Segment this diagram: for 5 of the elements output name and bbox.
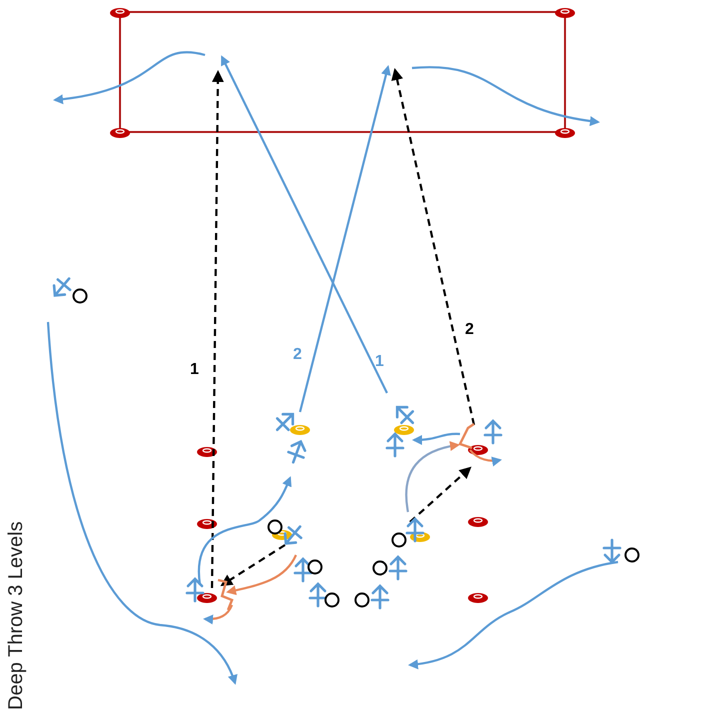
title: Deep Throw 3 Levels	[4, 520, 28, 710]
path-number: 2	[293, 347, 302, 363]
path-number: 2	[465, 322, 474, 338]
path-number: 1	[375, 354, 384, 370]
path-number: 1	[190, 362, 199, 378]
